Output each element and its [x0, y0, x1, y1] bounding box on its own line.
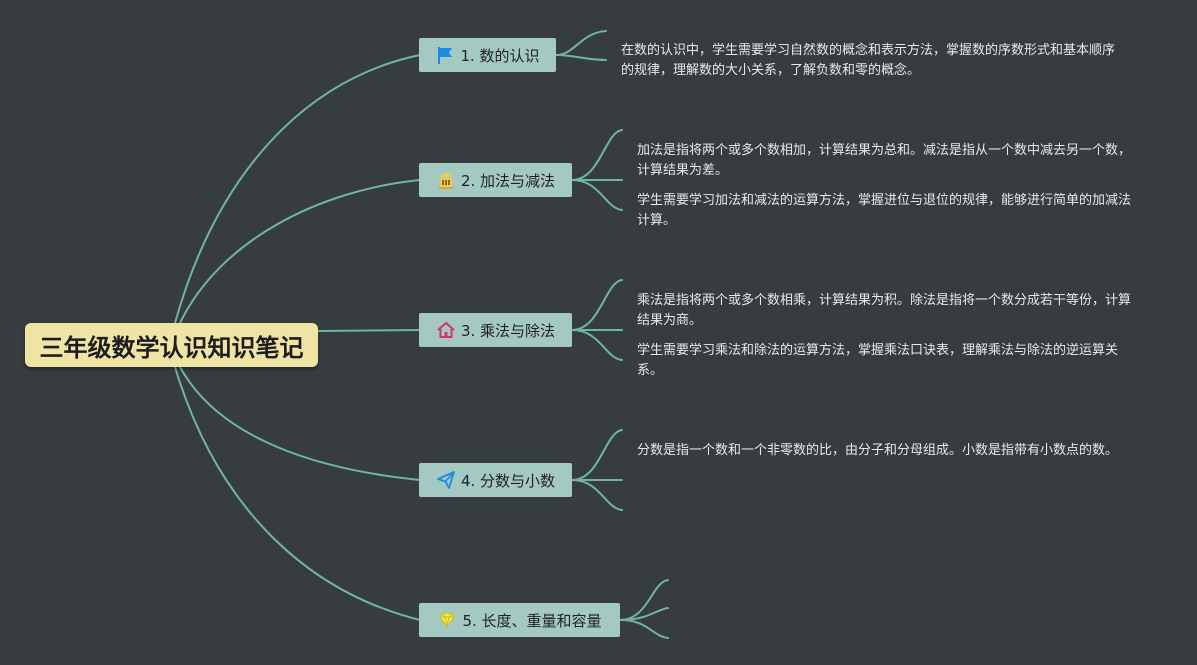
note-fractions-definition: 分数是指一个数和一个非零数的比，由分子和分母组成。小数是指带有小数点的数。: [637, 443, 1119, 458]
topic-fractions-decimals[interactable]: 4. 分数与小数: [419, 463, 572, 497]
building-icon: [436, 170, 456, 190]
topic-length-weight-capacity[interactable]: 5. 长度、重量和容量: [419, 603, 620, 637]
link-root-topic-4: [179, 366, 421, 481]
topic-label: 3. 乘法与除法: [460, 321, 556, 340]
note-multiplication-learning: 学生需要学习乘法和除法的运算方法，掌握乘法口诀表，理解乘法与除法的逆运算关系。: [637, 343, 1119, 378]
house-icon: [436, 320, 456, 340]
topic-label: 4. 分数与小数: [460, 471, 556, 490]
note-number-recognition: 在数的认识中，学生需要学习自然数的概念和表示方法，掌握数的序数形式和基本顺序的规…: [621, 43, 1116, 78]
topic-addition-subtraction[interactable]: 2. 加法与减法: [419, 163, 572, 197]
diamond-icon: [437, 610, 457, 630]
link-root-topic-3: [317, 329, 421, 332]
topic-label: 5. 长度、重量和容量: [462, 611, 602, 630]
link-root-topic-5: [174, 366, 421, 621]
root-topic[interactable]: 三年级数学认识知识笔记: [25, 323, 318, 367]
note-addition-learning: 学生需要学习加法和减法的运算方法，掌握进位与退位的规律，能够进行简单的加减法计算…: [637, 193, 1132, 228]
note-addition-definition: 加法是指将两个或多个数相加，计算结果为总和。减法是指从一个数中减去另一个数，计算…: [637, 143, 1132, 178]
topic-label: 2. 加法与减法: [460, 171, 556, 190]
topic-multiplication-division[interactable]: 3. 乘法与除法: [419, 313, 572, 347]
link-root-topic-2: [179, 179, 421, 324]
link-root-topic-1: [174, 54, 421, 324]
topic-number-recognition[interactable]: 1. 数的认识: [419, 38, 556, 72]
topic-label: 1. 数的认识: [460, 46, 540, 65]
flag-icon: [435, 45, 455, 65]
paper-plane-icon: [436, 470, 456, 490]
root-title: 三年级数学认识知识笔记: [39, 333, 304, 362]
note-multiplication-definition: 乘法是指将两个或多个数相乘，计算结果为积。除法是指将一个数分成若干等份，计算结果…: [637, 293, 1132, 328]
